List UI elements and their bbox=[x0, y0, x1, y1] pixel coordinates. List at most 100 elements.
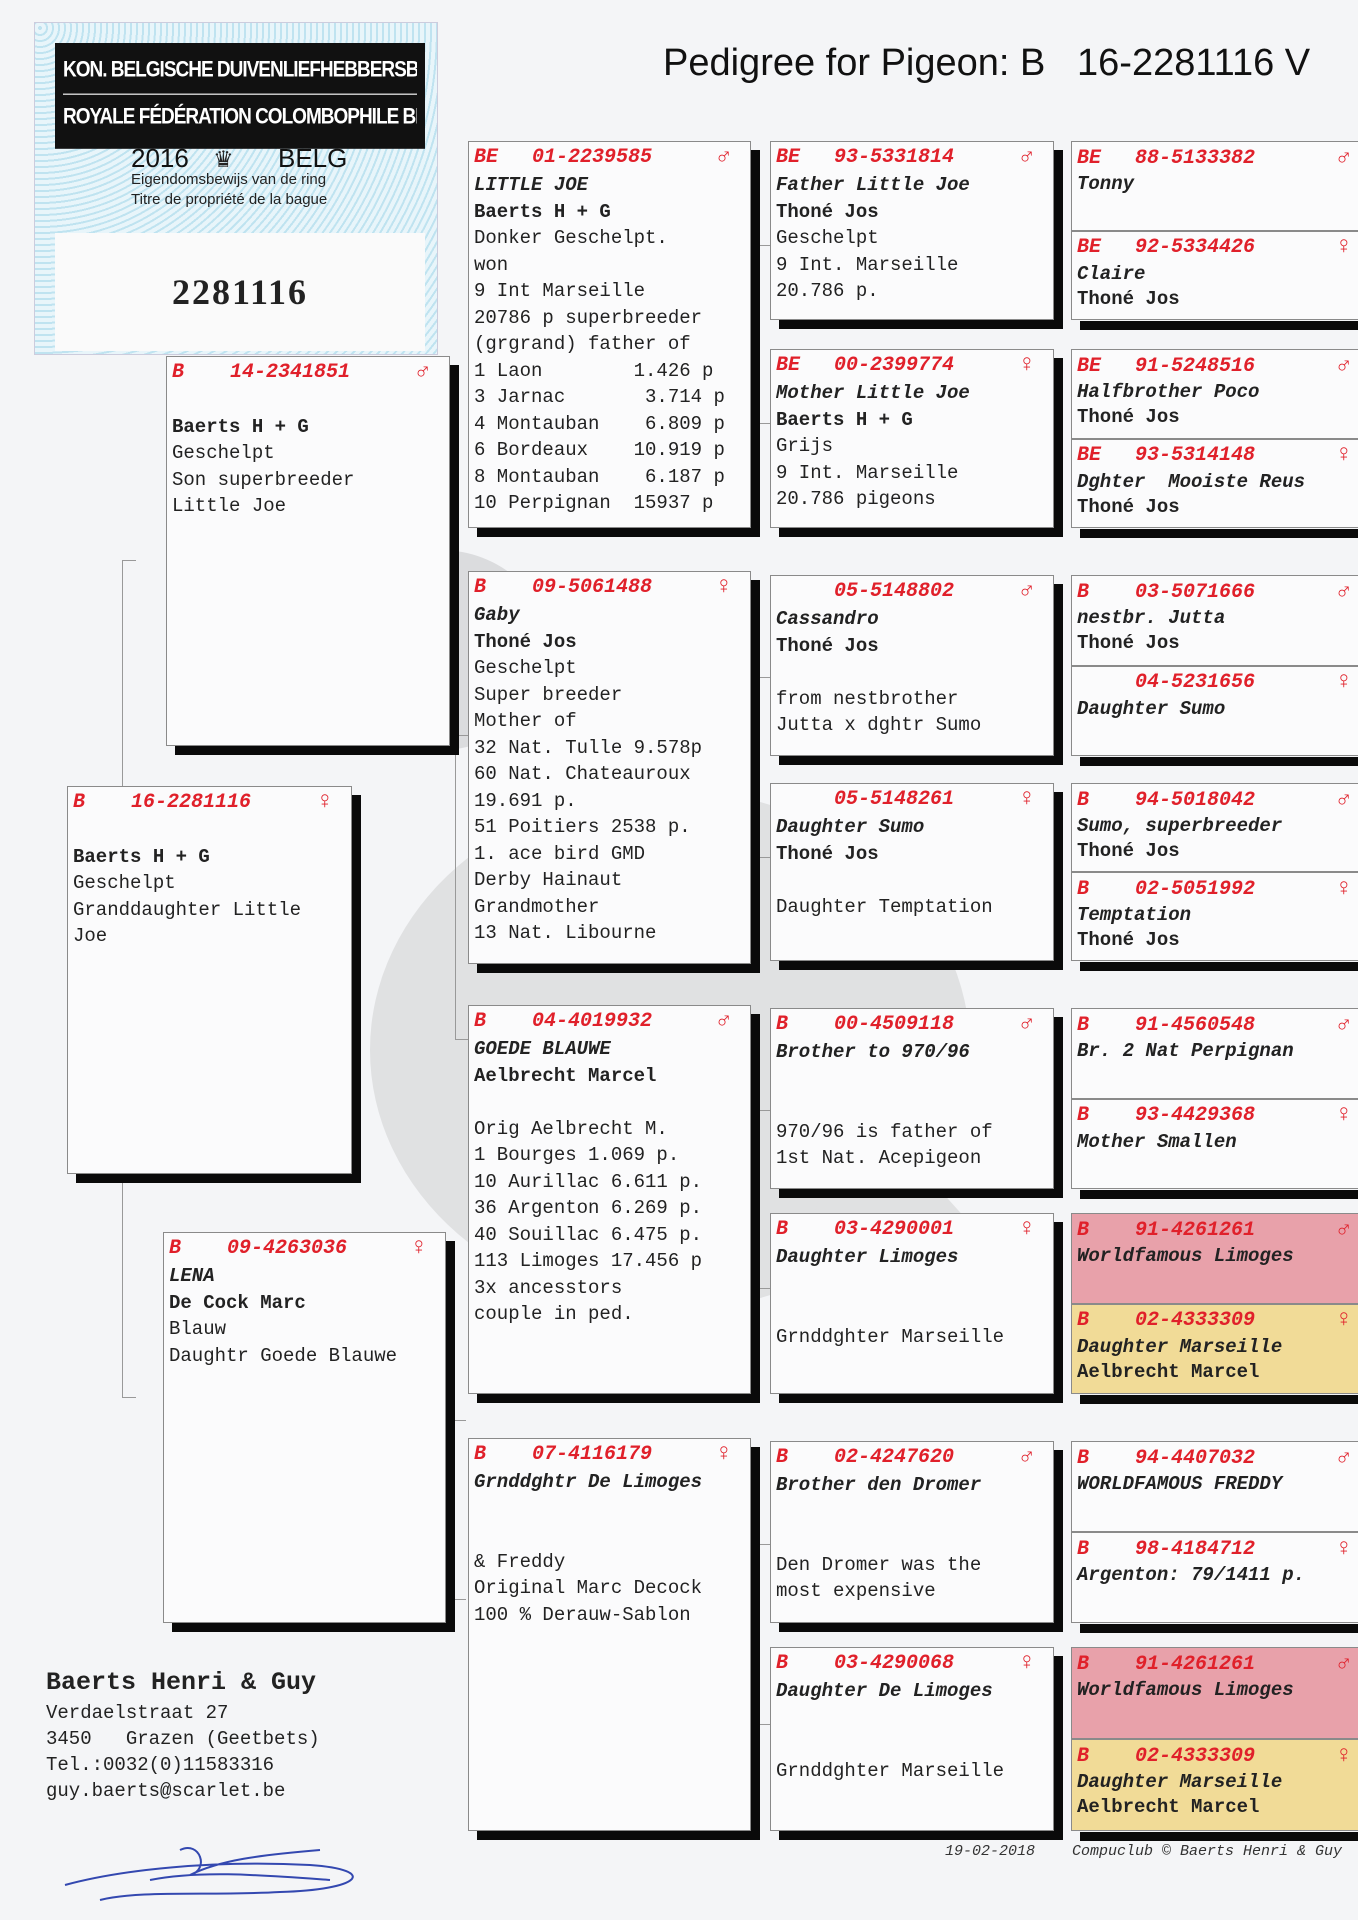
ring-country: B bbox=[1077, 580, 1090, 604]
pigeon-name: Argenton: 79/1411 p. bbox=[1077, 1564, 1306, 1586]
pigeon-name: Father Little Joe bbox=[776, 174, 970, 196]
card-shadow bbox=[1080, 757, 1358, 766]
pigeon-name: Daughter Marseille bbox=[1077, 1335, 1283, 1358]
ring-country: B bbox=[776, 1012, 789, 1036]
sex-icon: ♀ bbox=[1336, 442, 1351, 469]
pigeon-name bbox=[73, 817, 346, 844]
pigeon-owner bbox=[1077, 1497, 1358, 1522]
pigeon-owner bbox=[1077, 1269, 1358, 1294]
sex-icon: ♀ bbox=[1336, 875, 1351, 903]
ring-number: 93-4429368 bbox=[1135, 1104, 1256, 1127]
pigeon-note bbox=[776, 659, 1048, 686]
ring-number: 14-2341851 bbox=[230, 360, 351, 384]
ring-country: B bbox=[1077, 1013, 1090, 1037]
pigeon-note: Grnddghter Marseille bbox=[776, 1759, 1005, 1782]
pigeon-owner: Aelbrecht Marcel bbox=[474, 1064, 657, 1087]
pigeon-note: Daughtr Goede Blauwe bbox=[169, 1344, 398, 1367]
sex-icon: ♀ bbox=[317, 788, 332, 816]
sex-icon: ♂ bbox=[1019, 1010, 1034, 1038]
sex-icon: ♀ bbox=[411, 1234, 426, 1262]
pigeon-note: 1 Laon 1.426 p bbox=[474, 359, 714, 382]
ring-country: B bbox=[1077, 1218, 1090, 1242]
sex-icon: ♀ bbox=[1336, 1742, 1351, 1770]
ring-number: 93-5314148 bbox=[1135, 444, 1256, 467]
connector-line bbox=[757, 245, 771, 424]
ring-country: B bbox=[1077, 788, 1090, 812]
breeder-email: guy.baerts@scarlet.be bbox=[46, 1780, 286, 1802]
connector-line bbox=[757, 1544, 771, 1725]
ring-number: 05-5148261 bbox=[834, 787, 955, 811]
card-shadow bbox=[1080, 321, 1358, 330]
pigeon-owner bbox=[776, 1066, 1048, 1093]
great-great-grandparent-card[interactable]: 04-5231656♀Daughter Sumo bbox=[1071, 665, 1358, 756]
pigeon-note: 10 Perpignan 15937 p bbox=[474, 492, 714, 514]
sex-icon: ♀ bbox=[1019, 785, 1034, 813]
pigeon-owner: Baerts H + G bbox=[172, 415, 309, 438]
breeder-phone: Tel.:0032(0)11583316 bbox=[46, 1754, 275, 1776]
ring-number: 01-2239585 bbox=[532, 145, 653, 169]
pigeon-note bbox=[776, 1731, 1048, 1758]
pigeon-owner: Thoné Jos bbox=[474, 630, 577, 653]
pigeon-note: 9 Int. Marseille bbox=[776, 253, 959, 276]
pigeon-note: 3 Jarnac 3.714 p bbox=[474, 386, 725, 408]
ring-country: BE bbox=[1077, 146, 1102, 170]
pigeon-name: Brother to 970/96 bbox=[776, 1041, 970, 1063]
pigeon-note bbox=[474, 1522, 745, 1549]
pigeon-note: Geschelpt bbox=[776, 227, 879, 249]
pigeon-name: Mother Little Joe bbox=[776, 382, 970, 404]
ring-number: 94-4407032 bbox=[1135, 1446, 1256, 1470]
sex-icon: ♂ bbox=[1336, 786, 1351, 814]
sex-icon: ♀ bbox=[1336, 669, 1351, 696]
card-shadow bbox=[1080, 1832, 1358, 1841]
pigeon-owner: Aelbrecht Marcel bbox=[1077, 1360, 1260, 1383]
page-title: Pedigree for Pigeon: B 16-2281116 V bbox=[663, 42, 1311, 84]
pigeon-name: Cassandro bbox=[776, 608, 879, 630]
ring-country: B bbox=[172, 360, 185, 384]
ring-number: 91-4261261 bbox=[1135, 1218, 1256, 1242]
pigeon-note: 32 Nat. Tulle 9.578p bbox=[474, 736, 703, 759]
pigeon-owner: Baerts H + G bbox=[776, 408, 913, 431]
ring-number: 03-4290001 bbox=[834, 1217, 955, 1241]
pigeon-note: 8 Montauban 6.187 p bbox=[474, 465, 725, 488]
pigeon-name: nestbr. Jutta bbox=[1077, 607, 1226, 629]
